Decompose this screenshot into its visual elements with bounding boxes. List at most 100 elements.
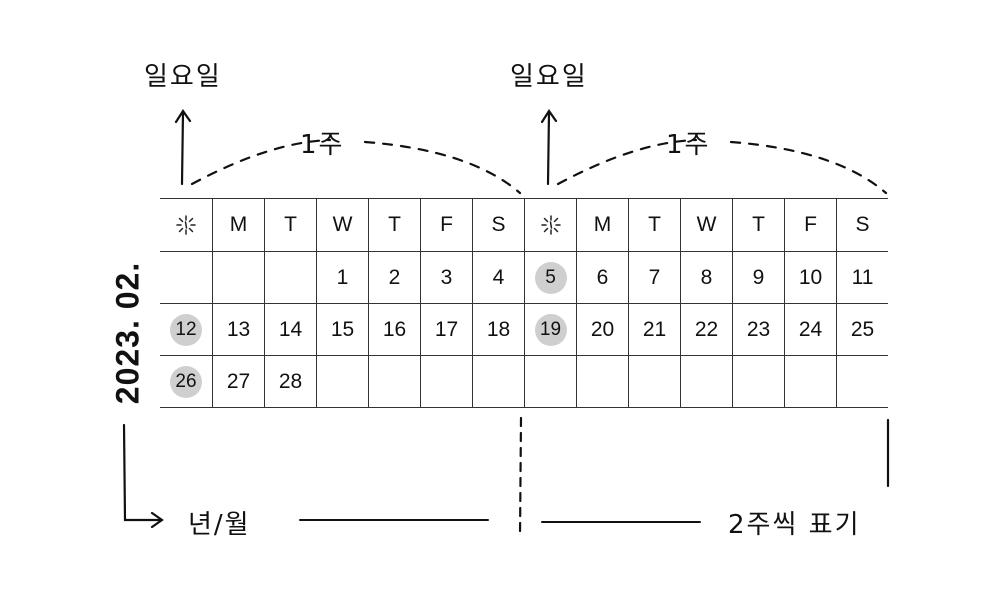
day-cell: 23 [732, 304, 784, 355]
day-cell: 1 [316, 252, 368, 303]
day-cell: 6 [576, 252, 628, 303]
day-cell: 9 [732, 252, 784, 303]
day-number: 4 [492, 265, 505, 289]
day-cell: 20 [576, 304, 628, 355]
day-number: 2 [388, 265, 401, 289]
day-cell: 10 [784, 252, 836, 303]
day-number: 25 [850, 317, 875, 341]
sunday-highlight: 5 [534, 261, 567, 294]
day-cell: 12 [160, 304, 212, 355]
day-number: 24 [798, 317, 823, 341]
week-arc-left [190, 138, 522, 195]
day-cell: 27 [212, 356, 264, 407]
day-number: 6 [596, 265, 609, 289]
day-number: 27 [226, 369, 251, 393]
day-cell: 26 [160, 356, 212, 407]
arrow-down-right [122, 423, 164, 529]
day-cell: 21 [628, 304, 680, 355]
weekday-header: T [628, 199, 680, 251]
day-number: 7 [648, 265, 661, 289]
day-number: 23 [746, 317, 771, 341]
empty-cell [576, 356, 628, 407]
day-cell: 14 [264, 304, 316, 355]
day-cell: 13 [212, 304, 264, 355]
calendar-week-row: 1 2 3 4 5 6 7 8 9 10 11 [160, 251, 888, 303]
day-number: 17 [434, 317, 459, 341]
day-number: 21 [642, 317, 667, 341]
two-weeks-label: 2주씩 표기 [728, 510, 861, 540]
day-number: 18 [486, 317, 511, 341]
year-month-label: 년/월 [188, 510, 251, 540]
sunday-label-right: 일요일 [510, 62, 588, 92]
day-cell: 4 [472, 252, 524, 303]
calendar-week-row: 12 13 14 15 16 17 18 19 20 21 22 23 24 25 [160, 303, 888, 355]
day-cell: 19 [524, 304, 576, 355]
empty-cell [472, 356, 524, 407]
day-cell: 5 [524, 252, 576, 303]
day-number: 8 [700, 265, 713, 289]
day-cell: 16 [368, 304, 420, 355]
day-number: 28 [278, 369, 303, 393]
weekday-header: M [212, 199, 264, 251]
empty-cell [420, 356, 472, 407]
week-label-left: 1주 [300, 130, 345, 160]
sun-icon [160, 199, 212, 251]
day-cell: 25 [836, 304, 888, 355]
day-number: 10 [798, 265, 823, 289]
arrow-up-left [174, 109, 192, 186]
empty-cell [212, 252, 264, 303]
day-cell: 22 [680, 304, 732, 355]
empty-cell [316, 356, 368, 407]
day-cell: 15 [316, 304, 368, 355]
weekday-header: W [680, 199, 732, 251]
dashed-divider [518, 416, 523, 538]
empty-cell [264, 252, 316, 303]
weekday-header: F [420, 199, 472, 251]
day-number: 3 [440, 265, 453, 289]
sunday-highlight: 19 [534, 313, 567, 346]
week-label-right: 1주 [666, 130, 711, 160]
empty-cell [732, 356, 784, 407]
day-cell: 3 [420, 252, 472, 303]
weekday-header: T [368, 199, 420, 251]
day-number: 16 [382, 317, 407, 341]
day-cell: 18 [472, 304, 524, 355]
weekday-header: M [576, 199, 628, 251]
empty-cell [160, 252, 212, 303]
empty-cell [784, 356, 836, 407]
empty-cell [628, 356, 680, 407]
day-cell: 2 [368, 252, 420, 303]
day-number: 13 [226, 317, 251, 341]
day-cell: 8 [680, 252, 732, 303]
weekday-header: S [836, 199, 888, 251]
day-number: 22 [694, 317, 719, 341]
day-cell: 17 [420, 304, 472, 355]
day-number: 20 [590, 317, 615, 341]
day-number: 1 [336, 265, 349, 289]
weekday-header: F [784, 199, 836, 251]
day-number: 15 [330, 317, 355, 341]
year-month-title: 2023. 02. [109, 261, 146, 405]
empty-cell [368, 356, 420, 407]
sun-icon [524, 199, 576, 251]
empty-cell [680, 356, 732, 407]
empty-cell [524, 356, 576, 407]
weekday-header: T [264, 199, 316, 251]
sunday-highlight: 26 [170, 365, 202, 398]
week-arc-right [556, 138, 888, 195]
day-number: 11 [851, 265, 874, 289]
day-number: 9 [752, 265, 765, 289]
weekday-header: T [732, 199, 784, 251]
day-cell: 24 [784, 304, 836, 355]
arrow-up-right [540, 109, 558, 186]
weekday-header: S [472, 199, 524, 251]
sunday-highlight: 12 [170, 313, 202, 346]
sunday-label-left: 일요일 [144, 62, 222, 92]
day-cell: 28 [264, 356, 316, 407]
day-cell: 7 [628, 252, 680, 303]
weekday-header: W [316, 199, 368, 251]
day-cell: 11 [836, 252, 888, 303]
